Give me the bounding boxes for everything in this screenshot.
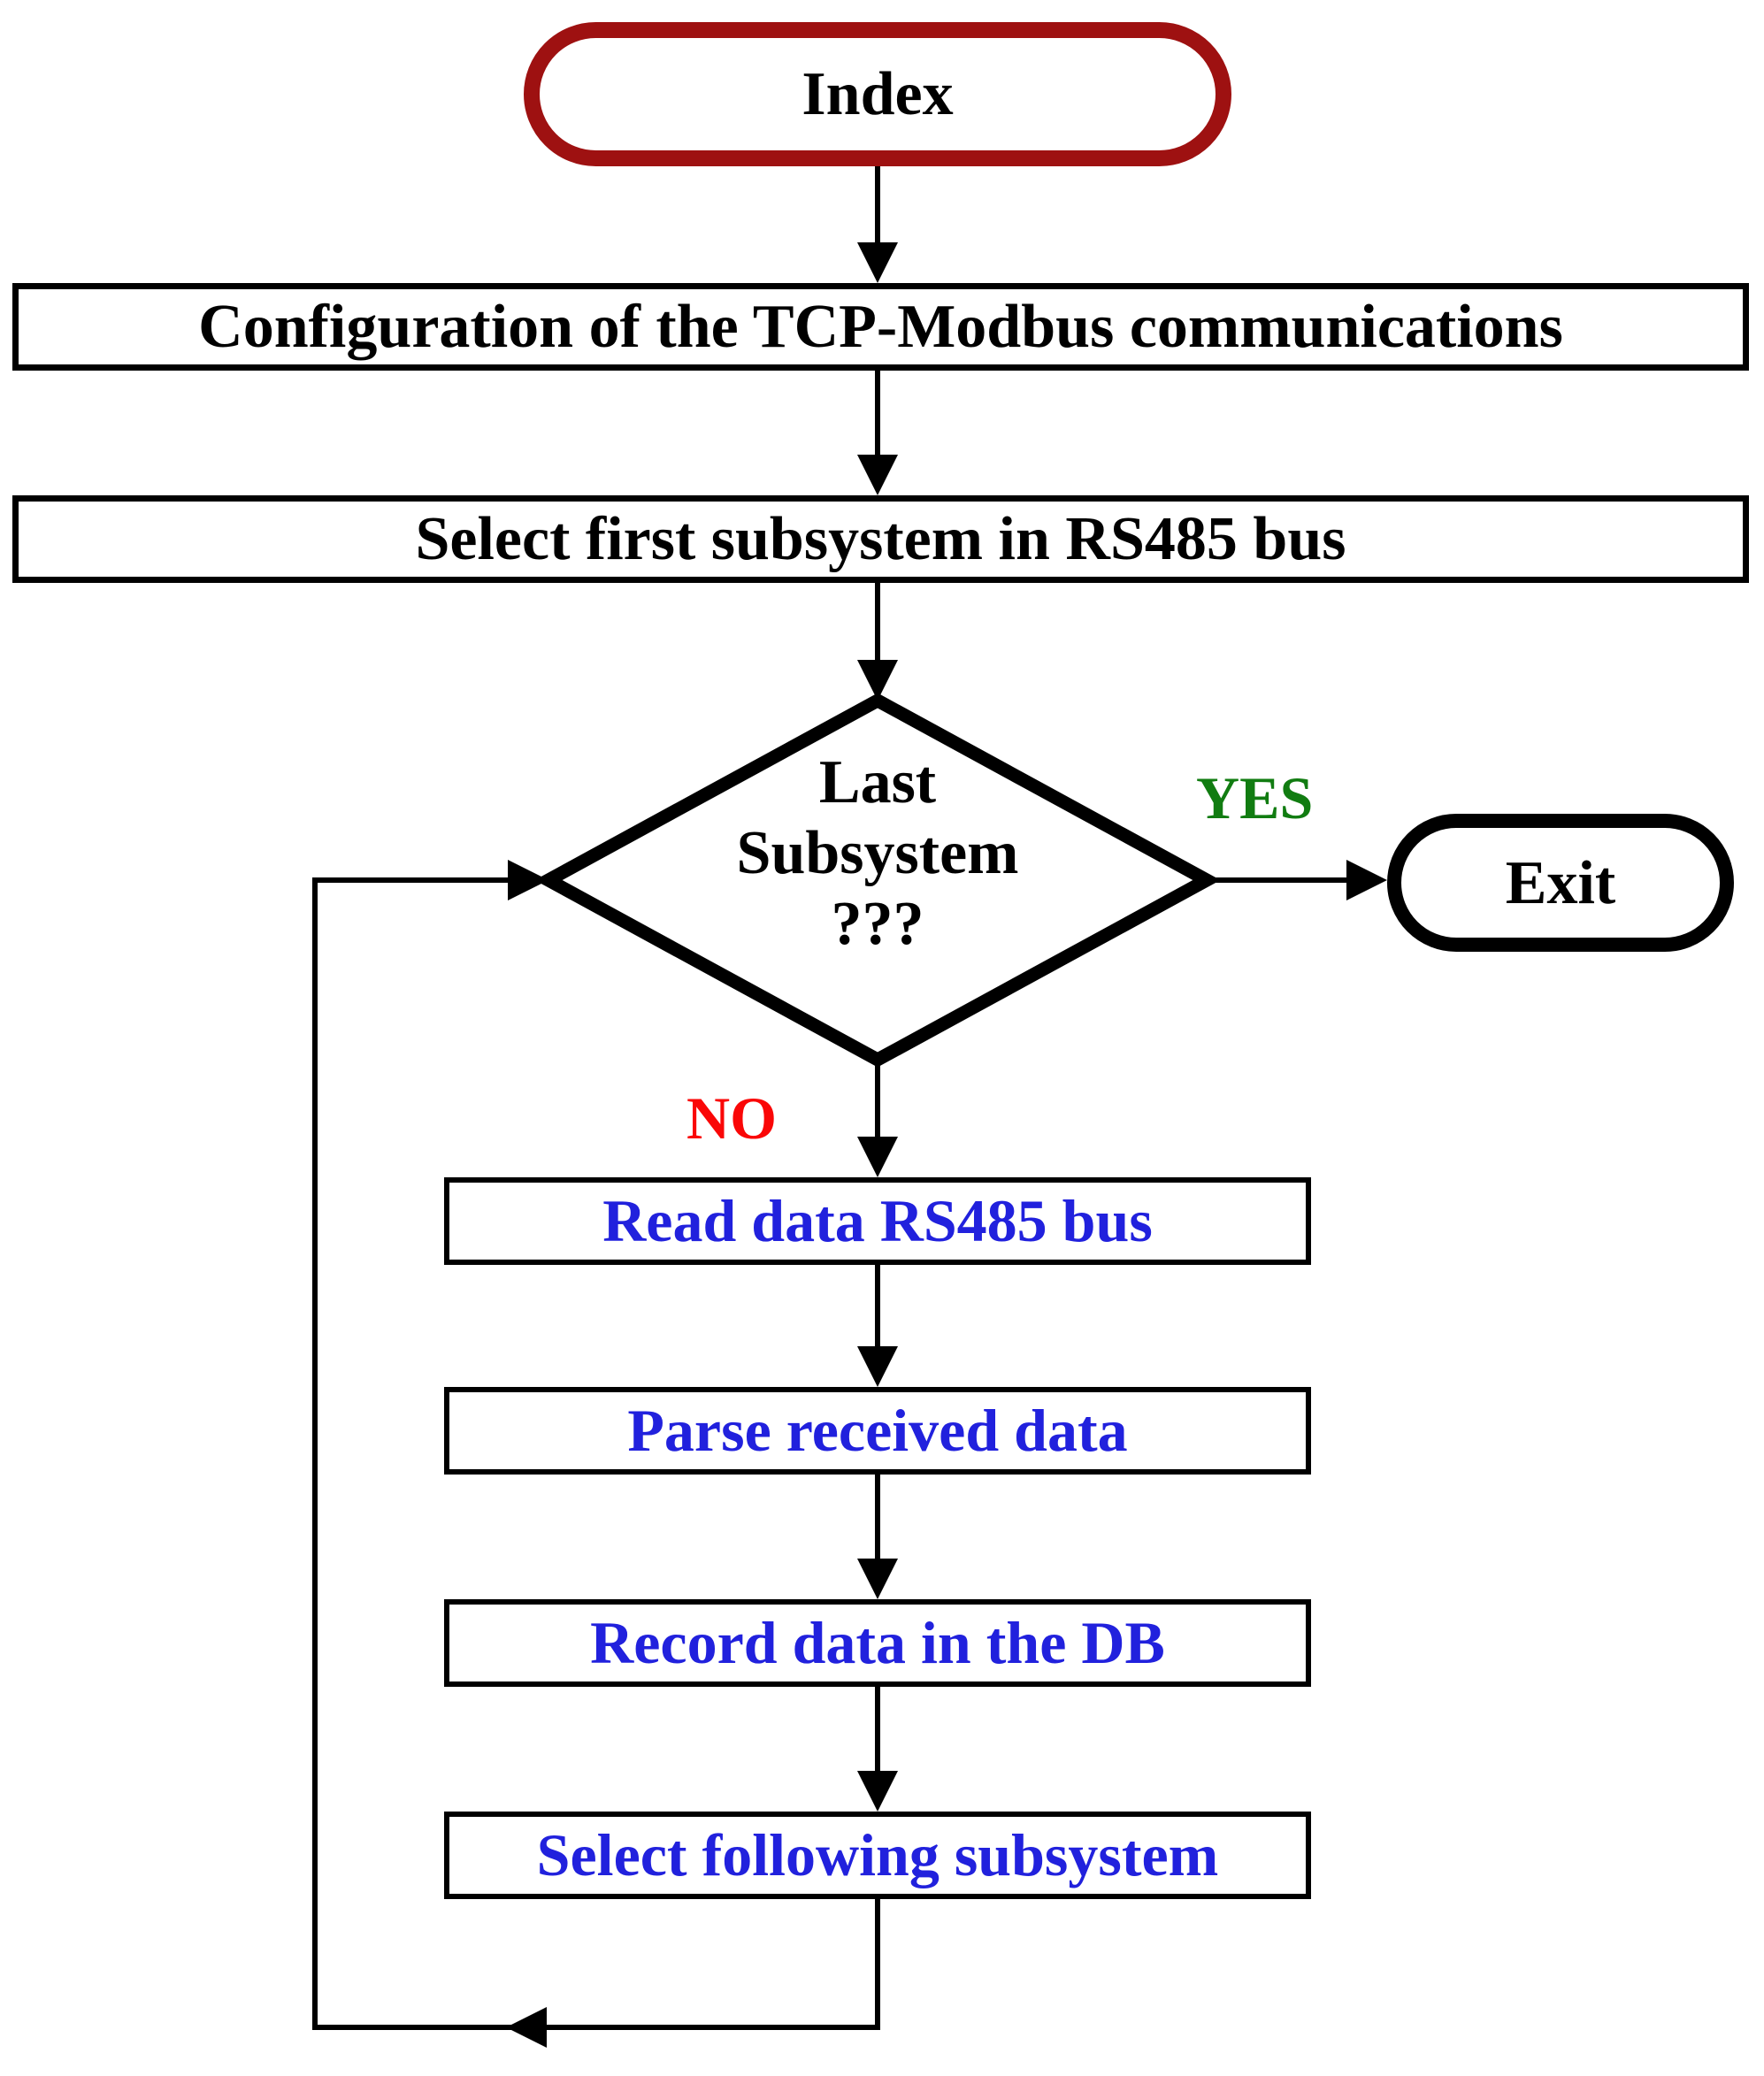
edge-loop-back (312, 877, 880, 2030)
arrowhead-right (1346, 860, 1387, 900)
decision-line-2: Subsystem (736, 819, 1019, 887)
arrowhead-down (857, 1771, 898, 1812)
node-record-data-label: Record data in the DB (590, 1609, 1165, 1677)
arrowhead-down (857, 455, 898, 495)
decision-line-3: ??? (831, 890, 924, 958)
edge-label-no: NO (686, 1084, 777, 1152)
node-parse-data-label: Parse received data (627, 1397, 1128, 1465)
arrowhead-down (857, 1137, 898, 1177)
node-select-following-subsystem-label: Select following subsystem (536, 1821, 1219, 1889)
node-index: Index (524, 22, 1231, 166)
node-configuration-label: Configuration of the TCP-Modbus communic… (198, 293, 1563, 361)
arrowhead-down (857, 1346, 898, 1387)
arrowhead-down (857, 242, 898, 283)
node-select-first-subsystem-label: Select first subsystem in RS485 bus (415, 505, 1346, 573)
decision-line-1: Last (818, 748, 937, 816)
arrowhead-left (506, 2007, 547, 2048)
node-index-label: Index (801, 60, 954, 128)
arrowhead-down (857, 1559, 898, 1599)
arrowhead-down (857, 660, 898, 701)
node-read-data: Read data RS485 bus (444, 1177, 1311, 1265)
node-parse-data: Parse received data (444, 1387, 1311, 1475)
node-select-first-subsystem: Select first subsystem in RS485 bus (12, 495, 1749, 583)
node-select-following-subsystem: Select following subsystem (444, 1812, 1311, 1899)
node-exit-label: Exit (1505, 848, 1616, 917)
arrowhead-right (508, 860, 548, 900)
edge-label-yes: YES (1196, 764, 1314, 831)
node-record-data: Record data in the DB (444, 1599, 1311, 1687)
node-exit: Exit (1387, 814, 1734, 952)
node-read-data-label: Read data RS485 bus (602, 1187, 1153, 1255)
node-configuration: Configuration of the TCP-Modbus communic… (12, 283, 1749, 371)
node-decision-last-subsystem: Last Subsystem ??? (610, 747, 1145, 960)
